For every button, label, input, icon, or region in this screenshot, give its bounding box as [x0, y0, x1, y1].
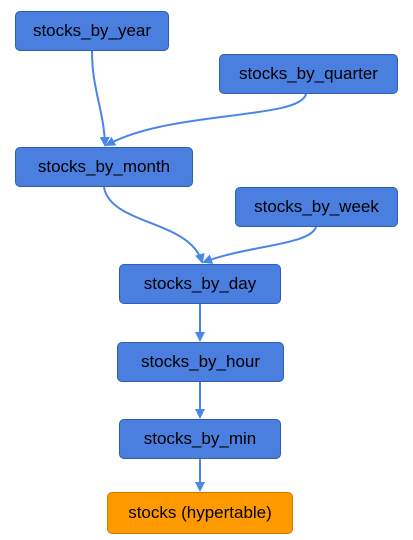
edge-month-to-day	[103, 186, 205, 264]
node-label-min: stocks_by_min	[143, 429, 257, 448]
edge-quarter-to-month	[105, 93, 307, 146]
node-label-month: stocks_by_month	[37, 157, 171, 176]
node-stocks-by-min[interactable]: stocks_by_min	[119, 419, 281, 459]
node-stocks-by-hour[interactable]: stocks_by_hour	[117, 342, 284, 382]
node-stocks-by-quarter[interactable]: stocks_by_quarter	[219, 54, 398, 94]
node-label-day: stocks_by_day	[143, 274, 257, 293]
node-label-week: stocks_by_week	[254, 197, 379, 216]
node-stocks-by-month[interactable]: stocks_by_month	[15, 147, 193, 187]
node-label-year: stocks_by_year	[32, 21, 152, 40]
node-stocks-by-year[interactable]: stocks_by_year	[15, 11, 169, 51]
node-label-stocks: stocks (hypertable)	[128, 503, 272, 522]
node-stocks-hypertable[interactable]: stocks (hypertable)	[107, 492, 293, 534]
node-label-quarter: stocks_by_quarter	[239, 64, 378, 83]
edge-year-to-month	[91, 50, 110, 147]
node-stocks-by-day[interactable]: stocks_by_day	[119, 264, 281, 304]
edge-week-to-day	[202, 226, 317, 264]
node-label-hour: stocks_by_hour	[140, 352, 261, 371]
node-stocks-by-week[interactable]: stocks_by_week	[235, 187, 398, 227]
